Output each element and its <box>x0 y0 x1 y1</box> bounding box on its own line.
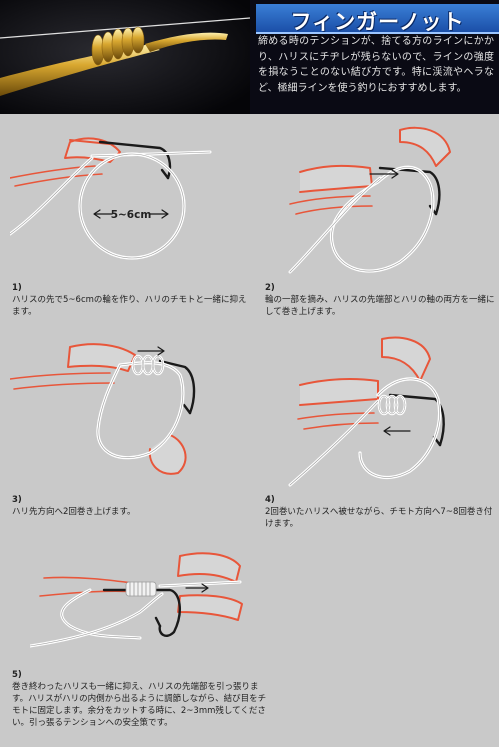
step-3: 3) ハリ先方向へ2回巻き上げます。 <box>12 494 252 518</box>
step-number: 2) <box>265 283 275 293</box>
step-text: 巻き終わったハリスも一緒に抑え、ハリスの先端部を引っ張ります。ハリスがハリの内側… <box>12 682 267 728</box>
step-5-diagram <box>30 552 243 648</box>
step-3-diagram <box>10 343 196 475</box>
step-4-diagram <box>288 336 445 487</box>
title-band: フィンガーノット <box>256 4 499 34</box>
hook-photo <box>0 0 250 114</box>
step-number: 5) <box>12 670 22 680</box>
step-text: ハリ先方向へ2回巻き上げます。 <box>12 507 136 517</box>
page-title: フィンガーノット <box>290 10 465 34</box>
step-1: 1) ハリスの先で5~6cmの輪を作り、ハリのチモトと一緒に抑えます。 <box>12 282 252 318</box>
step-2-diagram <box>288 126 451 274</box>
step-1-diagram: 5~6cm <box>10 137 212 260</box>
step-number: 4) <box>265 495 275 505</box>
step-number: 3) <box>12 495 22 505</box>
step-text: 輪の一部を摘み、ハリスの先端部とハリの軸の両方を一緒にして巻き上げます。 <box>265 295 495 317</box>
step-4: 4) 2回巻いたハリスへ被せながら、チモト方向へ7~8回巻き付けます。 <box>265 494 495 530</box>
step-5: 5) 巻き終わったハリスも一緒に抑え、ハリスの先端部を引っ張ります。ハリスがハリ… <box>12 669 272 729</box>
step-2: 2) 輪の一部を摘み、ハリスの先端部とハリの軸の両方を一緒にして巻き上げます。 <box>265 282 495 318</box>
step-number: 1) <box>12 283 22 293</box>
loop-size-label: 5~6cm <box>111 209 152 221</box>
step-text: 2回巻いたハリスへ被せながら、チモト方向へ7~8回巻き付けます。 <box>265 507 493 529</box>
step-text: ハリスの先で5~6cmの輪を作り、ハリのチモトと一緒に抑えます。 <box>12 295 247 317</box>
header: フィンガーノット 締める時のテンションが、捨てる方のラインにかかり、ハリスにチヂ… <box>0 0 499 114</box>
description: 締める時のテンションが、捨てる方のラインにかかり、ハリスにチヂレが残らないので、… <box>258 36 494 94</box>
